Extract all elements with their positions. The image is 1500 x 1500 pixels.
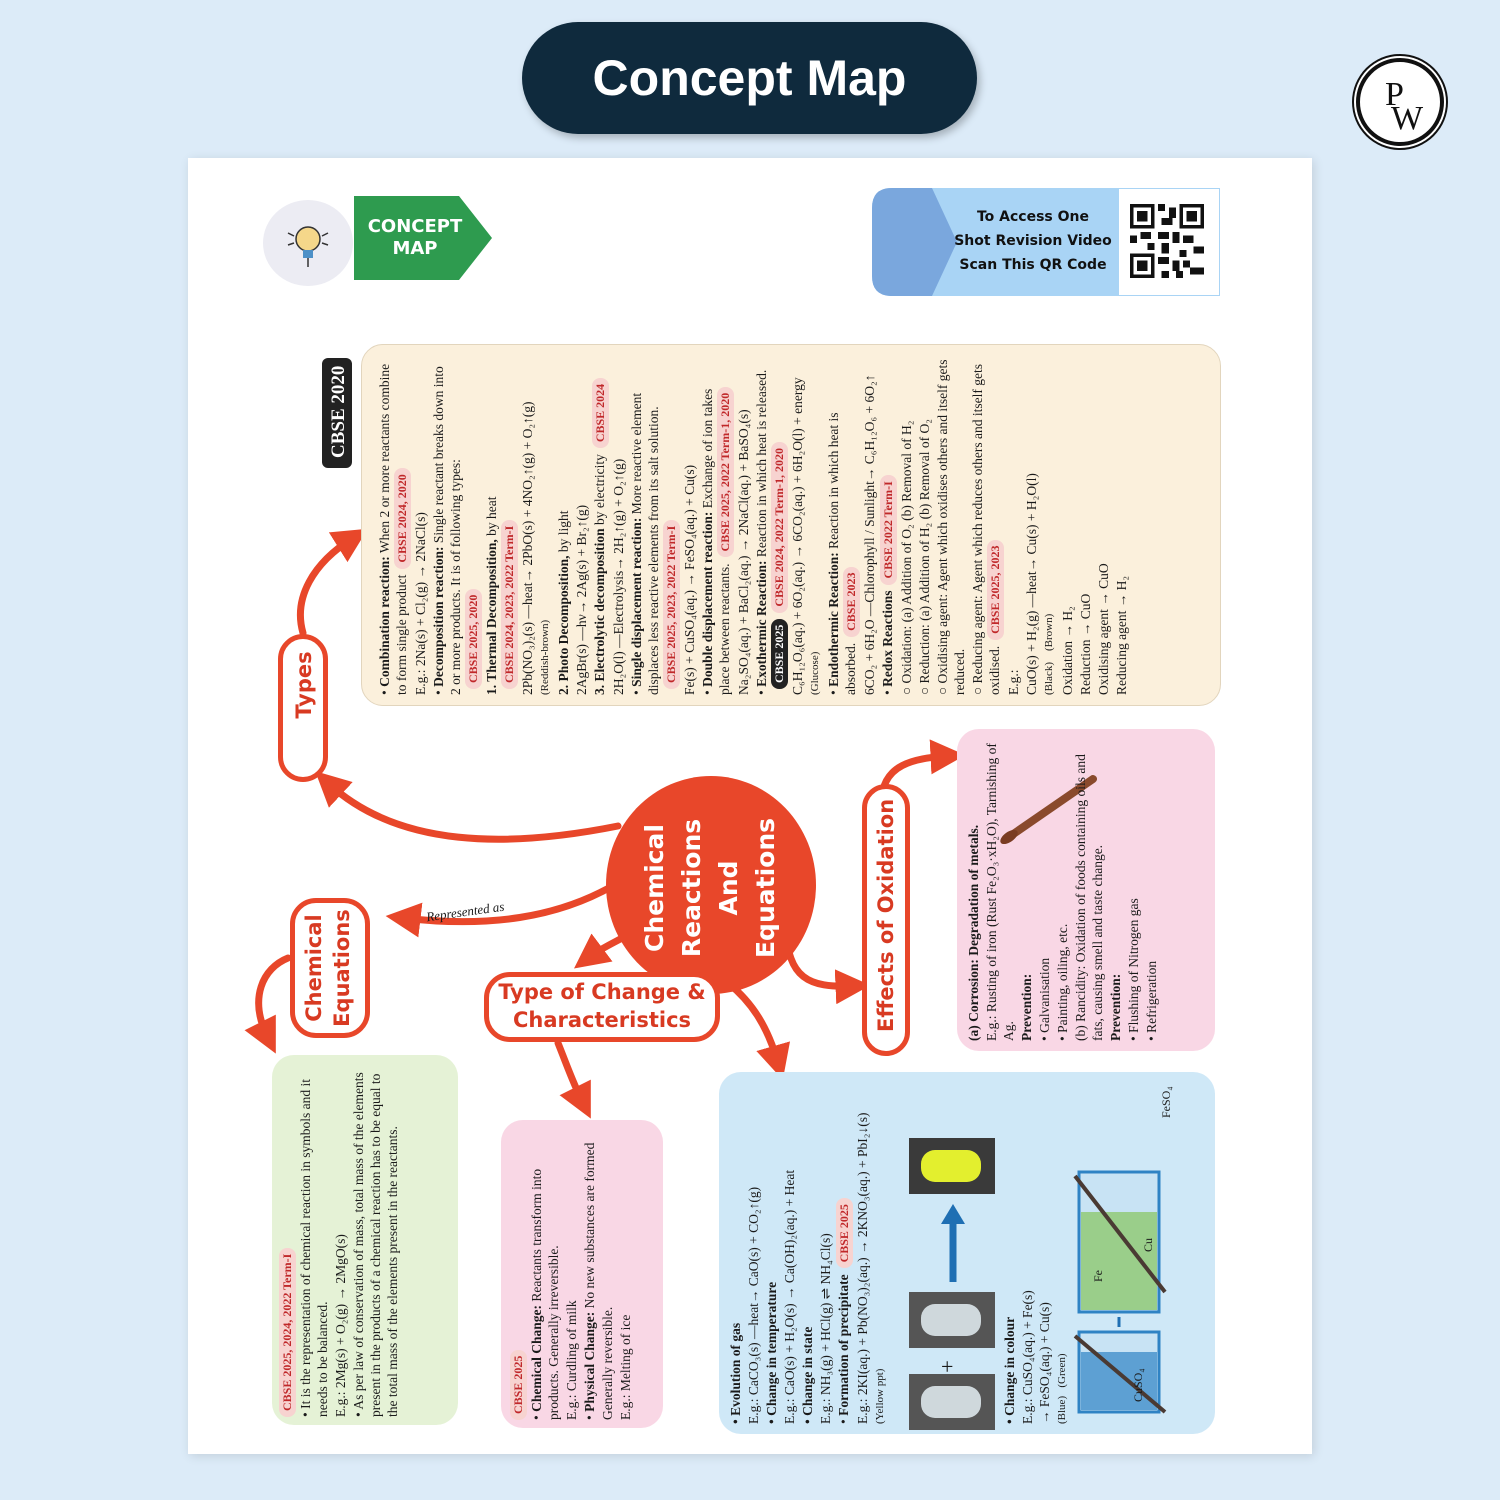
node-chemical-equations-label: Chemical Equations (302, 909, 354, 1027)
label-feso4: FeSO₄ (1159, 1086, 1173, 1118)
node-type-of-change-label: Type of Change & Characteristics (498, 980, 706, 1032)
node-types[interactable] (278, 634, 328, 782)
svg-text:P: P (1385, 76, 1404, 113)
svg-text:W: W (1391, 100, 1424, 137)
label-cu: Cu (1141, 1237, 1155, 1252)
bulb-icon (263, 200, 353, 286)
precipitate-illustration (909, 1138, 995, 1348)
observations-panel: Evolution of gas E.g.: CaCO₃(s) —heat→ C… (719, 1072, 1215, 1434)
page-title: Concept Map (522, 22, 977, 134)
node-effects-of-oxidation[interactable] (862, 784, 910, 1056)
center-node[interactable] (606, 776, 816, 994)
connector-arrows (244, 528, 966, 1119)
iron-nail-beaker-illustration (1073, 1170, 1167, 1414)
pw-logo: P W (1356, 58, 1444, 146)
node-chemical-equations[interactable] (290, 898, 370, 1038)
label-fe: Fe (1091, 1270, 1105, 1282)
reactant-tube-illustration (909, 1374, 995, 1430)
concept-map-sheet: CONCEPT MAP To Access One Shot Revision … (188, 158, 1312, 1454)
concept-map-tag: CONCEPT MAP (367, 216, 463, 259)
qr-code[interactable] (1130, 204, 1204, 278)
chemical-equations-panel: CBSE 2025, 2024, 2022 Term-I It is the r… (272, 1055, 458, 1425)
node-type-of-change[interactable] (484, 972, 720, 1042)
cbse-2020-side-tag: CBSE 2020 (322, 358, 352, 468)
concept-map-tag-shape (354, 196, 492, 280)
center-node-label: Chemical Reactions And Equations (640, 818, 780, 959)
qr-caption: To Access One Shot Revision Video Scan T… (954, 209, 1112, 273)
plus-sign: + (941, 1354, 954, 1379)
node-effects-of-oxidation-label: Effects of Oxidation (874, 798, 898, 1032)
label-cuso4: CuSO₄ (1131, 1368, 1145, 1402)
type-of-change-panel: CBSE 2025 Chemical Change: Reactants tra… (501, 1120, 663, 1428)
types-panel: Combination reaction: When 2 or more rea… (361, 344, 1221, 706)
node-types-label: Types (292, 651, 316, 719)
oxidation-panel: (a) Corrosion: Degradation of metals. E.… (957, 729, 1215, 1051)
